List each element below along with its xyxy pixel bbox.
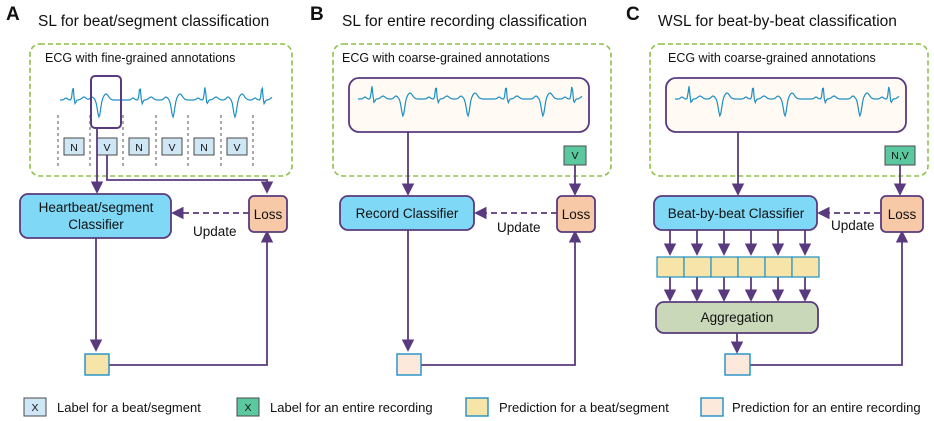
beat-label-box: V — [226, 137, 248, 156]
update-label-c: Update — [831, 218, 875, 233]
legend-swatch-record-label — [236, 397, 260, 417]
beat-label-box: V — [161, 137, 183, 156]
loss-label-c: Loss — [888, 207, 917, 222]
ecg-caption-b: ECG with coarse-grained annotations — [342, 51, 550, 65]
record-label-text-c: N,V — [891, 150, 909, 162]
legend-symbol-record-label: X — [244, 402, 251, 414]
loss-box-b — [556, 195, 596, 233]
ecg-input-frame-b — [332, 43, 612, 177]
arrows-a — [89, 128, 274, 366]
panel-a: A SL for beat/segment classification ECG… — [6, 4, 293, 376]
svg-text:V: V — [168, 142, 175, 154]
svg-text:N: N — [135, 142, 143, 154]
panel-letter-a: A — [6, 4, 20, 25]
record-prediction-box-b — [396, 353, 422, 376]
legend-swatch-beat-prediction — [465, 397, 489, 417]
arrows-b — [401, 132, 582, 366]
ecg-trace-a — [60, 86, 273, 119]
legend-item-record-label: X Label for an entire recording — [236, 397, 433, 417]
beat-label-box: V — [96, 137, 118, 156]
beat-label-box: N — [63, 137, 85, 156]
arrows-c — [663, 132, 909, 366]
panel-c: C WSL for beat-by-beat classification EC… — [626, 4, 929, 376]
record-classifier-box — [339, 195, 475, 231]
legend: X Label for a beat/segment X Label for a… — [23, 397, 921, 417]
legend-item-record-prediction: Prediction for an entire recording — [700, 397, 921, 417]
beat-by-beat-classifier-label: Beat-by-beat Classifier — [668, 206, 805, 221]
loss-box-a — [248, 195, 288, 233]
panel-letter-b: B — [310, 4, 324, 25]
record-prediction-box-c — [724, 353, 751, 376]
legend-item-beat-prediction: Prediction for a beat/segment — [465, 397, 669, 417]
ecg-trace-c — [675, 86, 900, 118]
heartbeat-classifier-box — [19, 193, 172, 239]
beat-prediction-cell — [683, 256, 712, 278]
panel-title-c: WSL for beat-by-beat classification — [658, 13, 897, 30]
aggregation-label: Aggregation — [701, 310, 774, 325]
legend-text-beat-prediction: Prediction for a beat/segment — [499, 400, 669, 415]
record-label-text-b: V — [571, 150, 578, 162]
beat-prediction-cell — [737, 256, 766, 278]
beat-label-box: N — [193, 137, 215, 156]
legend-item-beat-label: X Label for a beat/segment — [23, 397, 201, 417]
beat-label-box: N — [128, 137, 150, 156]
svg-text:V: V — [103, 142, 110, 154]
beat-prediction-cell — [764, 256, 793, 278]
legend-text-record-label: Label for an entire recording — [270, 400, 433, 415]
legend-swatch-record-prediction — [700, 397, 724, 417]
ecg-caption-a: ECG with fine-grained annotations — [45, 51, 235, 65]
legend-symbol-beat-label: X — [31, 402, 38, 414]
loss-label-b: Loss — [562, 207, 591, 222]
svg-text:N: N — [70, 142, 78, 154]
panel-title-a: SL for beat/segment classification — [38, 13, 269, 30]
beat-prediction-box-a — [84, 353, 110, 376]
heartbeat-classifier-label-line2: Classifier — [68, 217, 124, 232]
svg-text:V: V — [233, 142, 240, 154]
panel-b: B SL for entire recording classification… — [310, 4, 612, 376]
beat-prediction-cell — [710, 256, 739, 278]
panel-title-b: SL for entire recording classification — [342, 13, 587, 30]
panel-letter-c: C — [626, 4, 640, 25]
update-label-a: Update — [193, 224, 237, 239]
loss-box-c — [880, 195, 924, 233]
selected-beat-highlight — [90, 75, 122, 129]
beat-prediction-cell — [656, 256, 685, 278]
ecg-input-frame-a — [29, 43, 293, 177]
ecg-caption-c: ECG with coarse-grained annotations — [668, 51, 876, 65]
ecg-trace-b — [358, 86, 583, 118]
segment-separators-a — [57, 115, 254, 168]
beat-label-row-a: N V N V N V — [63, 137, 248, 156]
ecg-input-frame-c — [649, 43, 929, 177]
record-classifier-label: Record Classifier — [356, 206, 459, 221]
heartbeat-classifier-label-line1: Heartbeat/segment — [39, 200, 154, 215]
legend-swatch-beat-label — [23, 397, 47, 417]
legend-text-record-prediction: Prediction for an entire recording — [732, 400, 921, 415]
beat-prediction-row-c — [656, 256, 820, 278]
update-label-b: Update — [497, 220, 541, 235]
loss-label-a: Loss — [254, 207, 283, 222]
beat-prediction-cell — [791, 256, 820, 278]
legend-text-beat-label: Label for a beat/segment — [57, 400, 201, 415]
ecg-recording-box-b — [348, 77, 590, 133]
aggregation-box — [655, 301, 819, 334]
svg-text:N: N — [200, 142, 208, 154]
beat-by-beat-classifier-box — [653, 195, 818, 231]
ecg-recording-box-c — [665, 77, 907, 133]
